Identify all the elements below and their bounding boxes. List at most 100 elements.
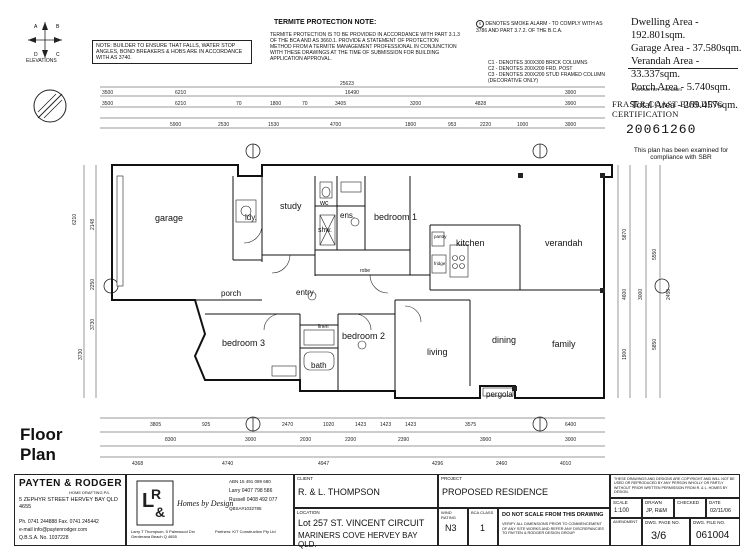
room-porch: porch	[221, 289, 241, 298]
drawn-value: JP, R&M	[646, 508, 667, 514]
contact-russell: Russell 0408 492 077	[229, 497, 278, 503]
dim-left-3: 3730	[90, 319, 96, 330]
plan-title: Floor Plan	[20, 425, 63, 464]
builder-partners: Partners: K/T Construction Pty Ltd	[215, 529, 276, 534]
dim-top-2b: 6210	[175, 101, 186, 107]
client-label: CLIENT	[297, 476, 314, 481]
dim-top-3b: 2530	[218, 122, 229, 128]
dim-bot-3c: 4947	[318, 461, 329, 467]
location-line1: Lot 257 ST. VINCENT CIRCUIT	[298, 518, 425, 528]
company-qbsa: Q.B.S.A. No. 1037228	[19, 535, 69, 541]
bca-label: BCA CLASS	[471, 510, 494, 515]
dwg-page-cell: DWG. PAGE No. 3/6	[642, 518, 690, 546]
dim-top-2g: 3200	[410, 101, 421, 107]
dim-top-3a: 5900	[170, 122, 181, 128]
exterior-walls	[111, 164, 613, 399]
dim-bot-1h: 3575	[465, 422, 476, 428]
dim-bot-1e: 1423	[355, 422, 366, 428]
builder-note: NOTE: BUILDER TO ENSURE THAT FALLS, WATE…	[92, 40, 252, 64]
bca-value: 1	[480, 523, 486, 533]
dim-left-2: 2250	[90, 279, 96, 290]
dim-bot-3a: 4368	[132, 461, 143, 467]
copyright-note: THESE DRAWINGS AND DESIGNS ARE COPYRIGHT…	[614, 477, 735, 494]
location-cell: LOCATION Lot 257 ST. VINCENT CIRCUIT MAR…	[294, 508, 438, 549]
room-linen: linen	[318, 324, 329, 330]
verandah-posts	[512, 173, 605, 391]
pergola-slab	[482, 387, 514, 397]
homes-by-design-logo: L & R	[136, 480, 174, 526]
room-bedroom2: bedroom 2	[342, 331, 385, 341]
elevations-label: ELEVATIONS	[26, 58, 57, 64]
wind-cell: WIND RATING N3	[438, 508, 468, 546]
dim-bot-3f: 4010	[560, 461, 571, 467]
dim-top-1b: 6210	[175, 90, 186, 96]
shower-tray	[319, 214, 336, 246]
dim-top-3f: 953	[448, 122, 457, 128]
wc-pan	[319, 181, 333, 199]
door-swing	[354, 313, 372, 331]
dim-top-2a: 3500	[102, 101, 113, 107]
dim-right-2: 1900	[622, 349, 628, 360]
room-fridge: fridge	[434, 261, 446, 266]
door-swing	[263, 313, 281, 331]
qbsa-builder: QBSA#1032785	[229, 506, 262, 511]
date-value: 02/11/06	[710, 508, 732, 514]
dim-bot-2f: 3900	[480, 437, 491, 443]
dim-top-1d: 3900	[565, 90, 576, 96]
dwelling-area: Dwelling Area - 192.801sqm.	[631, 17, 699, 41]
dim-top-3g: 2220	[480, 122, 491, 128]
builder-address: Larry T Thompson, 5 Palmwood Drv Gerdera…	[131, 529, 196, 539]
client-value: R. & L. THOMPSON	[298, 487, 380, 497]
right-dimensions	[617, 165, 661, 398]
dim-top-3c: 1530	[268, 122, 279, 128]
ens-vanity	[340, 181, 362, 193]
dim-bot-2b: 3000	[245, 437, 256, 443]
date-cell: DATE 02/11/06	[706, 498, 740, 518]
amendment-label: AMENDMENT	[613, 520, 638, 524]
company-address: 5 ZEPHYR STREET HERVEY BAY QLD 4655	[19, 497, 118, 510]
room-dining: dining	[492, 335, 516, 345]
porch-area: Porch Area - 5.740sqm.	[631, 82, 731, 93]
dim-top-3e: 1800	[405, 122, 416, 128]
dim-bot-3e: 2460	[496, 461, 507, 467]
dim-top-1c: 16490	[345, 90, 359, 96]
room-living: living	[427, 347, 448, 357]
dim-bot-2g: 3000	[565, 437, 576, 443]
column-c2: C2 - DENOTES 200x200 FRD. POST	[488, 66, 573, 72]
smoke-alarm-icons	[307, 217, 367, 350]
verify-note: VERIFY ALL DIMENSIONS PRIOR TO COMMENCEM…	[502, 522, 604, 536]
dim-top-2d: 1800	[270, 101, 281, 107]
svg-text:L: L	[142, 490, 154, 512]
dim-bot-2c: 2030	[300, 437, 311, 443]
area-schedule: Dwelling Area - 192.801sqm. Garage Area …	[631, 16, 750, 112]
room-ens: ens.	[340, 211, 355, 220]
logo-cell: L & R Homes by Design ABN 15 491 089 680…	[126, 474, 294, 546]
dim-bot-2a: 8300	[165, 437, 176, 443]
date-label: DATE	[709, 500, 721, 505]
company-phone: Ph. 0741 244888 Fax. 0741 245442	[19, 519, 99, 525]
dim-bot-3d: 4296	[432, 461, 443, 467]
perimeter: PERIMETER = 86.103m	[633, 87, 682, 92]
location-line2: MARINERS COVE HERVEY BAY QLD.	[298, 531, 418, 549]
wind-label: WIND RATING	[441, 510, 456, 520]
copyright-cell: THESE DRAWINGS AND DESIGNS ARE COPYRIGHT…	[610, 474, 740, 498]
dim-top-1a: 3500	[102, 90, 113, 96]
room-robe: robe	[360, 268, 370, 274]
dim-left-1: 2148	[90, 219, 96, 230]
certification-number: 20061260	[626, 122, 697, 137]
total-area: Total Area - 269.457sqm.	[631, 100, 738, 111]
dwg-file-value: 061004	[696, 530, 730, 541]
svg-text:C: C	[56, 52, 60, 58]
bottom-dimensions	[100, 417, 605, 458]
door-swing	[369, 274, 389, 294]
scale-cell: SCALE 1:100	[610, 498, 642, 518]
room-verandah: verandah	[545, 238, 583, 248]
dim-top-3i: 3900	[565, 122, 576, 128]
left-dimensions	[83, 165, 97, 398]
amendment-cell: AMENDMENT	[610, 518, 642, 546]
logo-text: Homes by Design	[177, 499, 234, 508]
dim-bot-1c: 2470	[282, 422, 293, 428]
room-bath: bath	[311, 361, 327, 370]
drawn-label: DRAWN	[645, 500, 662, 505]
svg-text:B: B	[56, 24, 60, 30]
